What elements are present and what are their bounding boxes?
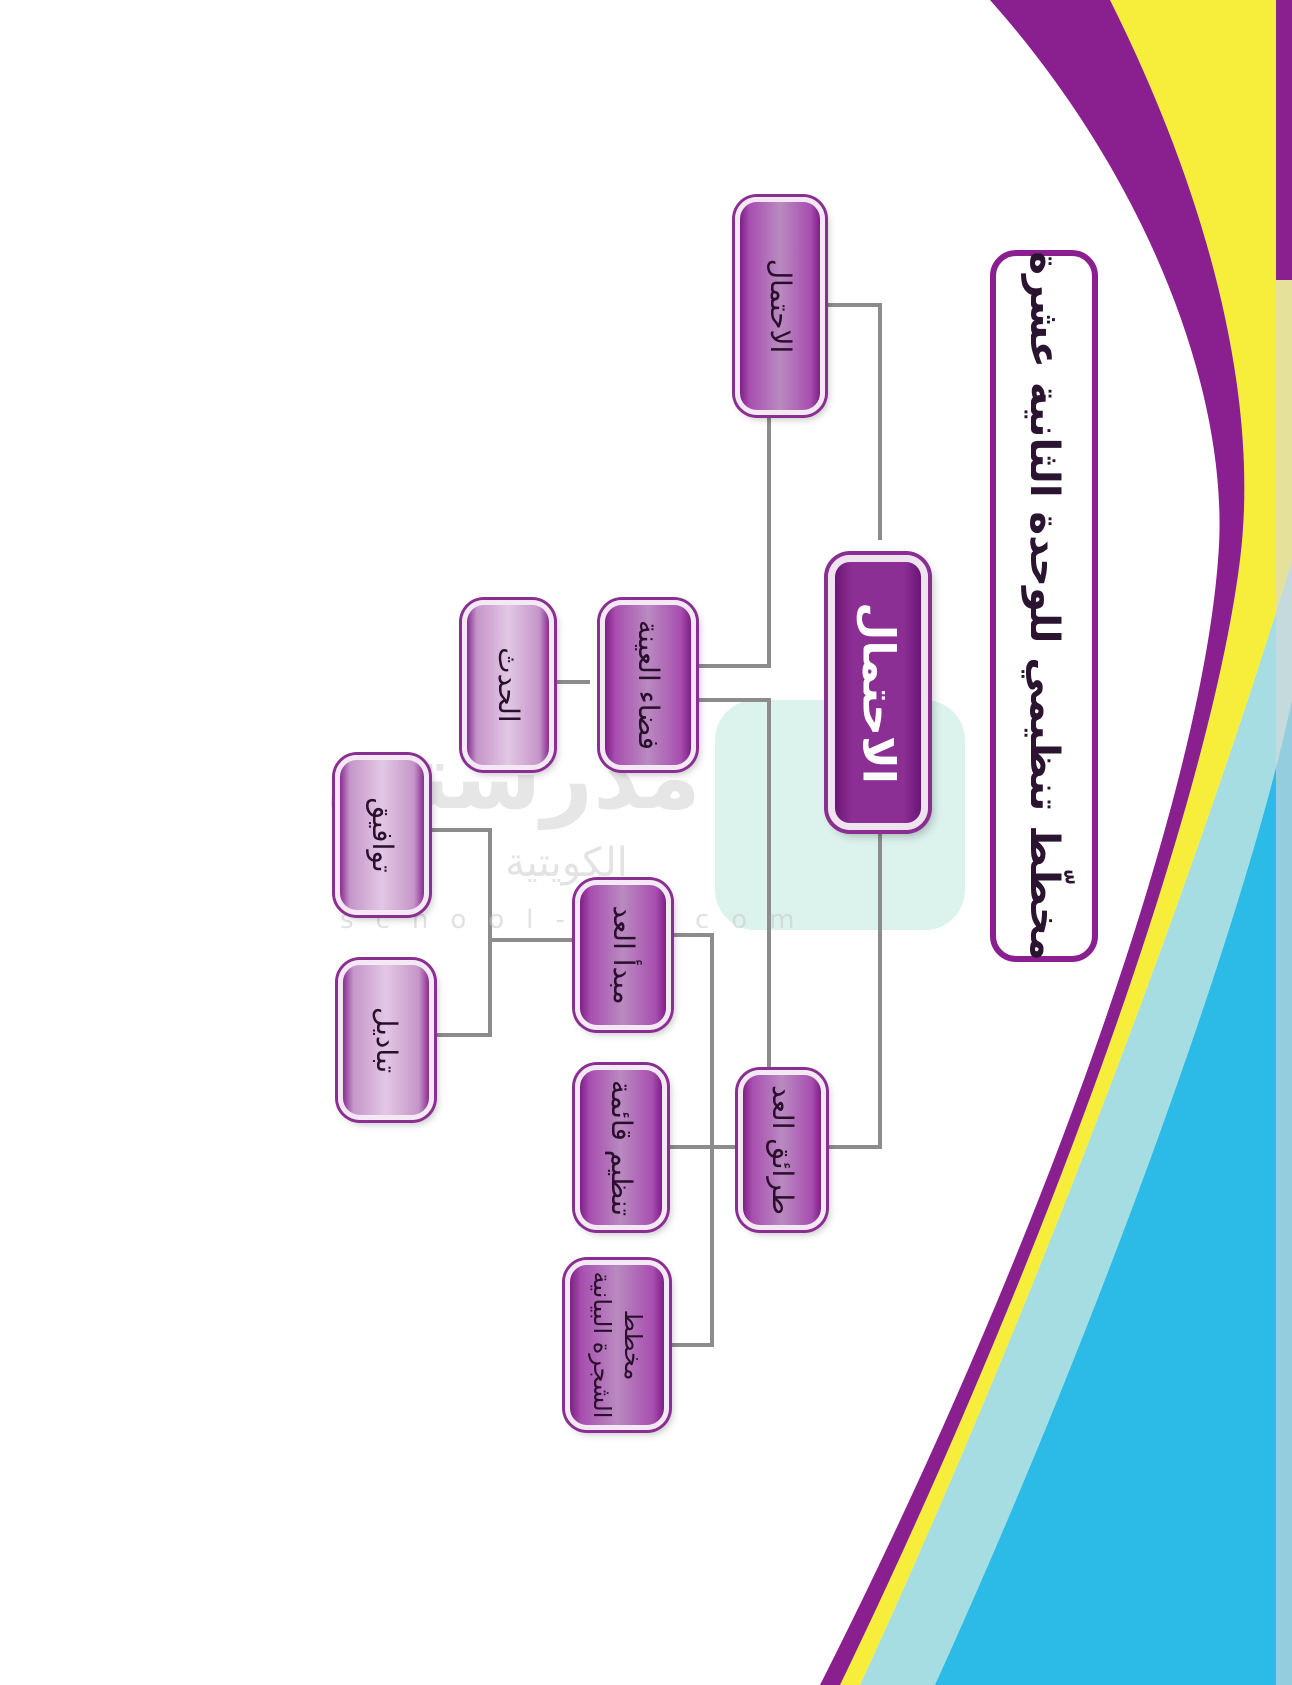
node-center-probability: الاحتمال xyxy=(828,555,928,830)
title-box: مخطّط تنظيمي للوحدة الثانية عشرة xyxy=(990,250,1098,962)
right-edge-strip-gray xyxy=(1276,280,1292,1685)
node-organized-list: تنظيم قائمة xyxy=(575,1065,667,1230)
connector-lines xyxy=(430,303,882,1347)
yellow-band xyxy=(840,0,1292,1685)
line-probability-samplespace xyxy=(698,415,771,668)
watermark-sub: الكويتية xyxy=(505,840,628,886)
right-edge-strip xyxy=(1276,0,1292,280)
node-tree-diagram: مخطط الشجرة البيانية xyxy=(565,1260,669,1430)
node-combinations: توافيق xyxy=(335,755,429,915)
node-event: الحدث xyxy=(462,600,554,770)
center-label: الاحتمال xyxy=(852,601,904,784)
line-counting-tree xyxy=(670,1147,714,1347)
node-counting-methods-label: طرائق العد xyxy=(766,1084,800,1216)
line-samplespace-counting xyxy=(698,698,771,1070)
node-combinations-label: توافيق xyxy=(366,797,400,873)
line-counting-principle xyxy=(672,933,738,1149)
line-center-probability xyxy=(828,303,882,540)
node-event-label: الحدث xyxy=(492,647,526,723)
node-tree-diagram-label: مخطط الشجرة البيانية xyxy=(588,1271,648,1419)
node-organized-list-label: تنظيم قائمة xyxy=(605,1079,639,1216)
line-principle-permutations xyxy=(435,940,492,1037)
cyan-band xyxy=(900,700,1292,1685)
node-counting-principle-label: مبدأ العد xyxy=(607,905,641,1005)
node-counting-principle: مبدأ العد xyxy=(575,880,671,1030)
diagram-title: مخطّط تنظيمي للوحدة الثانية عشرة xyxy=(1021,251,1067,961)
node-sample-space: فضاء العينة xyxy=(600,600,696,770)
line-principle-branch xyxy=(430,828,575,942)
node-probability-label: الاحتمال xyxy=(764,258,798,354)
node-probability: الاحتمال xyxy=(735,197,825,415)
line-center-counting xyxy=(828,830,882,1149)
node-sample-space-label: فضاء العينة xyxy=(632,620,666,750)
node-permutations-label: تباديل xyxy=(370,1006,404,1074)
node-counting-methods: طرائق العد xyxy=(738,1070,826,1230)
node-permutations: تباديل xyxy=(338,960,434,1120)
